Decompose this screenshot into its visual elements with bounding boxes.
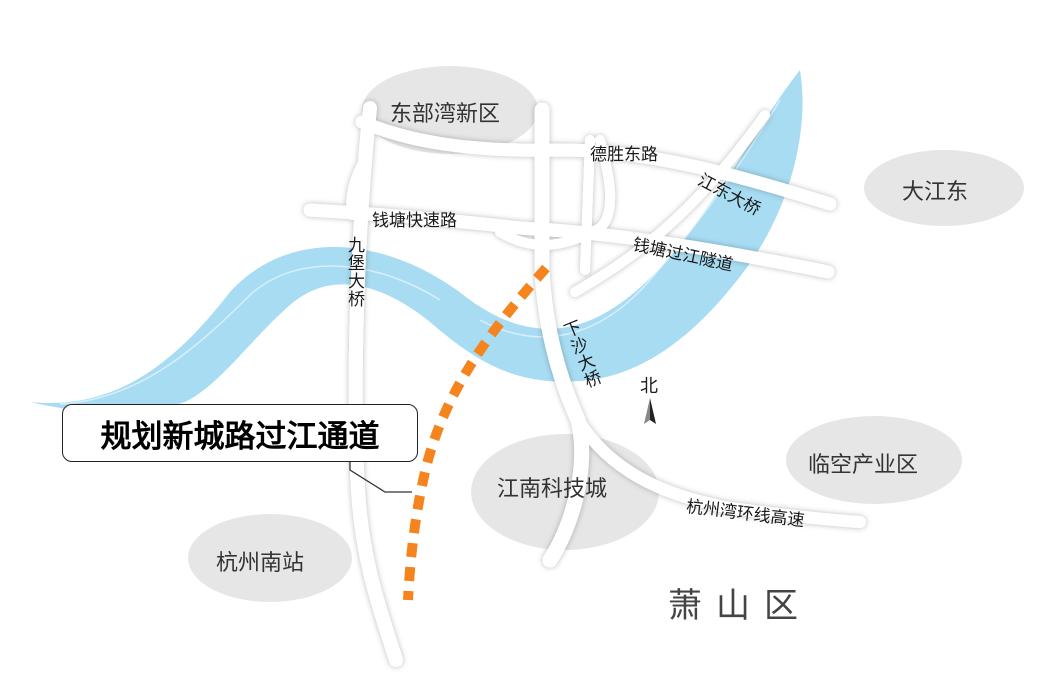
zone-label-dajiangdong: 大江东	[902, 180, 969, 205]
planned-crossing-route	[403, 264, 550, 601]
zone-linkong-area	[786, 416, 962, 504]
callout-leader	[349, 462, 412, 493]
zone-label-jiangnan: 江南科技城	[497, 477, 608, 502]
river-current-lines	[59, 99, 781, 405]
road-network	[303, 101, 866, 667]
zone-hangzhou-south-area	[188, 514, 352, 602]
zone-label-dongbuwan: 东部湾新区	[390, 102, 501, 127]
qiantang-river	[30, 70, 803, 412]
zone-label-linkong: 临空产业区	[808, 453, 919, 478]
zone-label-hangzhou-south: 杭州南站	[216, 551, 305, 576]
north-arrow-icon	[644, 398, 656, 424]
road-label-qiantang-expressway: 钱塘快速路	[372, 211, 457, 231]
road-label-jiubao-bridge: 九堡大桥	[344, 236, 364, 308]
road-label-desheng: 德胜东路	[590, 145, 658, 165]
planned-crossing-callout: 规划新城路过江通道	[62, 404, 418, 462]
zone-dajiangdong-area	[864, 150, 1024, 226]
district-label: 萧山区	[668, 586, 812, 626]
north-label: 北	[640, 376, 658, 397]
